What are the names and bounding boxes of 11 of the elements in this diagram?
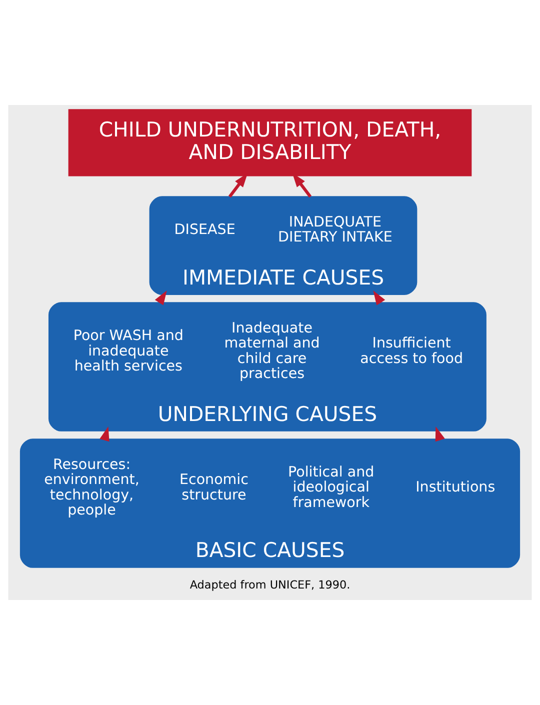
node-text: Resources: environment, technology, people <box>44 456 140 519</box>
node-text: Political and ideological framework <box>288 464 374 512</box>
node-text: Inadequate maternal and child care practices <box>224 320 320 382</box>
node-text: Insufficient access to food <box>360 336 464 367</box>
node-text: DISEASE <box>174 222 236 238</box>
node-text: INADEQUATE DIETARY INTAKE <box>278 214 392 246</box>
caption: Adapted from UNICEF, 1990. <box>190 578 350 592</box>
node-text: Economic structure <box>179 472 248 504</box>
node-text: Institutions <box>416 480 496 496</box>
node-text: Poor WASH and inadequate health services <box>73 328 184 375</box>
node-box: CHILD UNDERNUTRITION, DEATH, AND DISABILITY <box>68 109 472 176</box>
